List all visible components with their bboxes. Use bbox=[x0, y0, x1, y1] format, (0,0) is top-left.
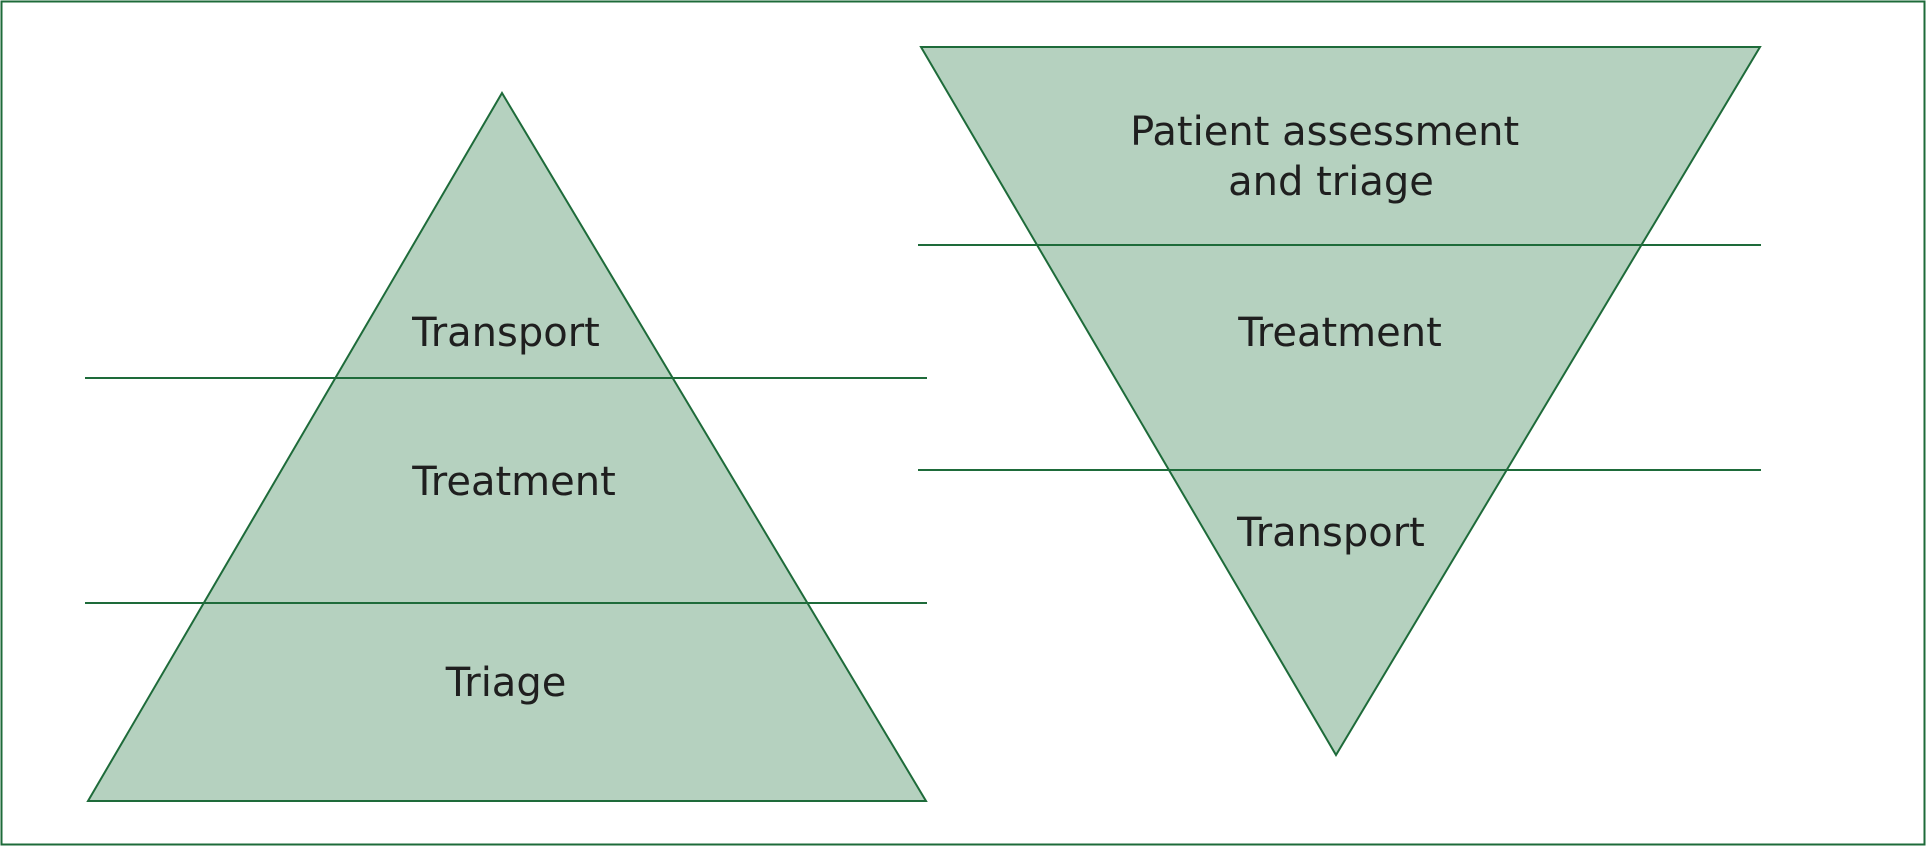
pyramid-triangle bbox=[86, 91, 928, 802]
inverted-pyramid-tier-top-label-line-1: Patient assessment bbox=[1130, 109, 1519, 155]
inverted-pyramid-tier-middle-label: Treatment bbox=[1237, 310, 1442, 356]
inverted-pyramid-triangle bbox=[919, 46, 1762, 757]
pyramid: Transport Treatment Triage bbox=[85, 91, 928, 802]
inverted-pyramid-tier-top-label: Patient assessment and triage bbox=[1130, 109, 1532, 205]
inverted-pyramid-tier-top-label-line-2: and triage bbox=[1228, 159, 1434, 205]
pyramid-tier-top-label: Transport bbox=[411, 310, 600, 356]
inverted-pyramid: Patient assessment and triage Treatment … bbox=[918, 46, 1762, 757]
inverted-pyramid-tier-bottom-label: Transport bbox=[1236, 510, 1425, 556]
pyramid-tier-middle-label: Treatment bbox=[411, 459, 616, 505]
pyramid-tier-bottom-label: Triage bbox=[445, 660, 567, 706]
